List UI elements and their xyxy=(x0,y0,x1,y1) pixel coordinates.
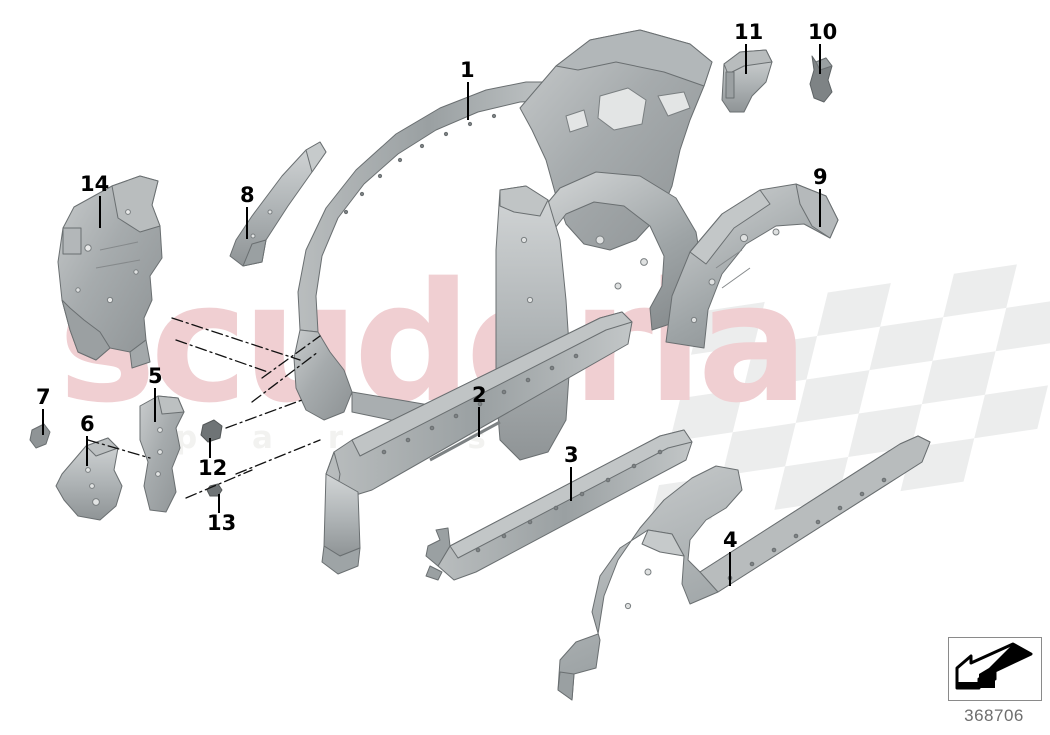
callout-label-1: 1 xyxy=(460,58,475,82)
checkered-flag-watermark xyxy=(641,255,1050,558)
callout-leader-2 xyxy=(478,407,480,437)
callout-label-7: 7 xyxy=(36,385,51,409)
callout-label-11: 11 xyxy=(734,20,764,44)
orientation-arrow-box xyxy=(948,637,1042,701)
callout-label-13: 13 xyxy=(207,511,237,535)
callout-leader-9 xyxy=(819,189,821,227)
callout-label-4: 4 xyxy=(723,528,738,552)
brand-watermark: scuderia xyxy=(58,247,809,439)
callout-leader-5 xyxy=(154,388,156,422)
callout-leader-6 xyxy=(86,436,88,466)
callout-leader-10 xyxy=(819,44,821,74)
callout-label-3: 3 xyxy=(564,443,579,467)
callout-label-8: 8 xyxy=(240,183,255,207)
callout-label-12: 12 xyxy=(198,456,228,480)
callout-leader-4 xyxy=(729,552,731,586)
callout-label-9: 9 xyxy=(813,165,828,189)
callout-label-14: 14 xyxy=(80,172,110,196)
direction-arrow-icon xyxy=(955,642,1033,690)
callout-label-5: 5 xyxy=(148,364,163,388)
callout-leader-11 xyxy=(745,44,747,74)
callout-label-2: 2 xyxy=(472,383,487,407)
callout-leader-8 xyxy=(246,207,248,239)
callout-leader-14 xyxy=(99,196,101,228)
callout-leader-1 xyxy=(467,82,469,120)
callout-label-10: 10 xyxy=(808,20,838,44)
brand-watermark-subtitle: p a r t s xyxy=(175,420,508,456)
callout-leader-3 xyxy=(570,467,572,501)
diagram-number: 368706 xyxy=(964,706,1024,725)
callout-leader-7 xyxy=(42,409,44,435)
callout-leader-13 xyxy=(218,494,220,513)
callout-label-6: 6 xyxy=(80,412,95,436)
callout-leader-12 xyxy=(209,438,211,458)
